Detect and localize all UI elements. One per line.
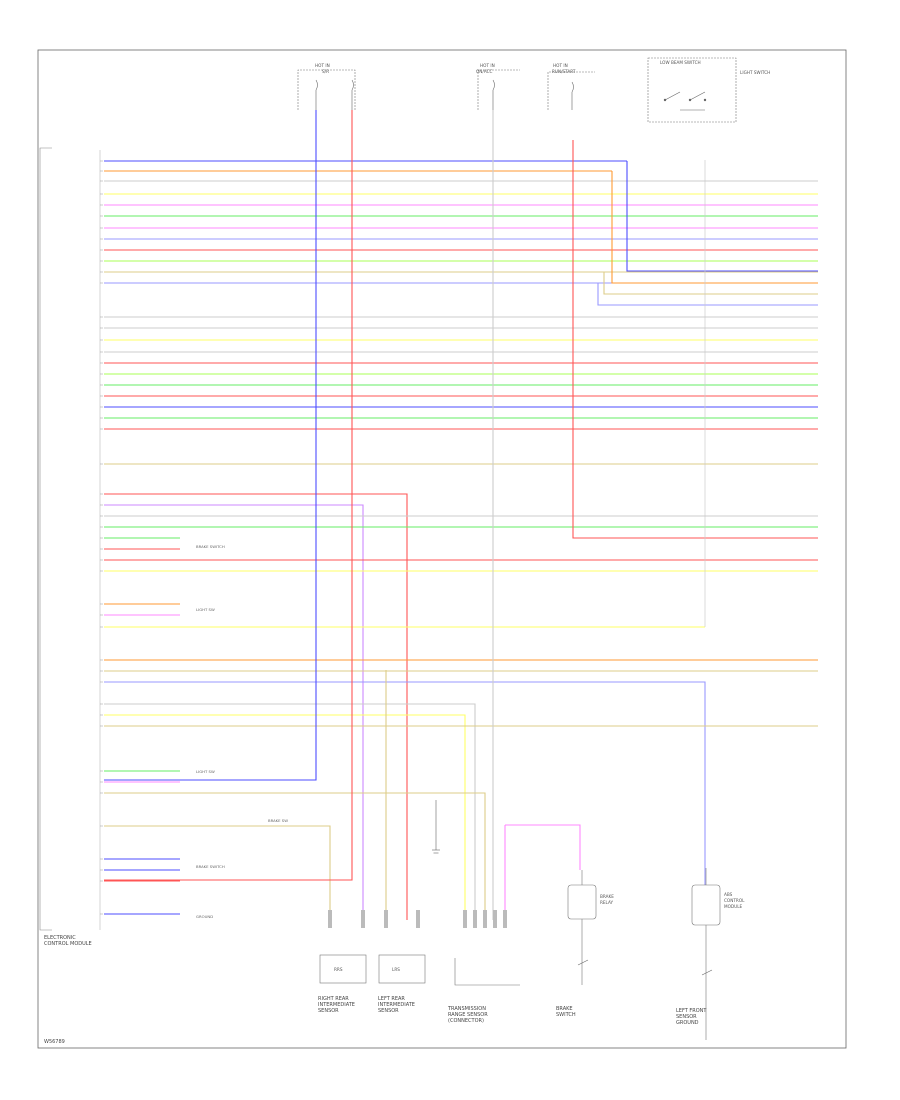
wire [104,825,331,920]
relay-r2-line2: CONTROL [724,898,745,903]
side-note-3: LIGHT SW [196,769,215,774]
component-c2-line3: SENSOR [378,1008,399,1014]
component-c3-line3: (CONNECTOR) [448,1018,484,1024]
side-note-6: GROUND [196,914,213,919]
fuse-block-2-sub: ON/ACC [476,69,493,74]
component-c3-line1: TRANSMISSION [447,1006,486,1012]
wire [104,110,353,881]
side-note-5: BRAKE SW [268,818,288,823]
diagram-frame [37,49,847,1049]
switch-box-label: LOW BEAM SWITCH [660,60,701,65]
side-note-2: LIGHT SW [196,607,215,612]
relay-r2-line1: ABS [724,892,733,897]
component-c5-line1: LEFT FRONT [676,1008,707,1014]
switch-box-sub: LIGHT SWITCH [740,70,770,75]
fuse-block-3-sub: RUN/START [552,69,576,74]
wire [603,272,818,295]
connector-pin [384,910,388,928]
component-transmission-range-sensor: TRANSMISSION RANGE SENSOR (CONNECTOR) [447,958,520,1024]
relay-r1-line1: BRAKE [600,894,614,899]
component-c1-line3: SENSOR [318,1008,339,1014]
wire [597,283,818,306]
component-brake-switch: BRAKE SWITCH [556,1006,576,1018]
component-c5-line2: SENSOR [676,1014,697,1020]
footer-code: W56789 [44,1039,65,1045]
fuse-block-3-label: HOT IN [553,63,568,68]
connector-pin [473,910,477,928]
relay-r1-line2: RELAY [600,900,614,905]
component-c1-line1: RIGHT REAR [318,996,349,1002]
relay-box-brake: BRAKE RELAY [567,870,614,985]
wire [505,824,581,870]
wire [104,110,317,781]
component-c2-line2: INTERMEDIATE [378,1002,415,1008]
pin-label-group [100,160,103,915]
wire [104,504,364,920]
relay-r2-line3: MODULE [724,904,743,909]
fuse-block-2: HOT IN ON/ACC [476,63,520,110]
connector-pin [493,910,497,928]
wire [626,161,818,272]
wire [611,171,818,284]
ground-symbol [432,800,440,854]
relay-box-abs: ABS CONTROL MODULE [691,868,745,1040]
component-right-rear-sensor: RRS RIGHT REAR INTERMEDIATE SENSOR [318,954,367,1014]
light-switch-box: LOW BEAM SWITCH LIGHT SWITCH [647,57,770,123]
side-note-1: BRAKE SWITCH [196,544,225,549]
connector-pin [328,910,332,928]
component-c1-line2: INTERMEDIATE [318,1002,355,1008]
wire [104,493,408,920]
wire-group [104,110,818,928]
fuse-block-3: HOT IN RUN/START [547,63,595,110]
module-bracket [39,147,52,931]
fuse-block-1-label: HOT IN [315,63,330,68]
component-left-rear-sensor: LRS LEFT REAR INTERMEDIATE SENSOR [378,954,426,1014]
side-note-4: BRAKE SWITCH [196,864,225,869]
connector-pin [361,910,365,928]
component-c4-line1: BRAKE [556,1006,573,1012]
component-c2-line1: LEFT REAR [378,996,405,1002]
component-c3-line2: RANGE SENSOR [448,1012,488,1018]
wire [104,681,706,885]
wire [104,714,466,920]
component-left-front-sensor: LEFT FRONT SENSOR GROUND [676,1008,707,1026]
connector-pin [463,910,467,928]
fuse-symbols [315,79,574,110]
fuse-block-2-label: HOT IN [480,63,495,68]
fuse-block-1-sub: S/R [322,69,329,74]
component-c4-line2: SWITCH [556,1012,576,1018]
component-c5-line3: GROUND [676,1020,699,1026]
connector-pin [483,910,487,928]
module-label-line1: ELECTRONIC [44,935,76,941]
connector-pin [416,910,420,928]
module-label-line2: CONTROL MODULE [44,941,92,947]
svg-text:RRS: RRS [334,967,343,972]
svg-text:LRS: LRS [392,967,400,972]
wire [104,792,486,920]
wire [572,140,818,539]
wire [104,703,476,920]
fuse-block-1: HOT IN S/R [297,63,356,110]
connector-pin [503,910,507,928]
